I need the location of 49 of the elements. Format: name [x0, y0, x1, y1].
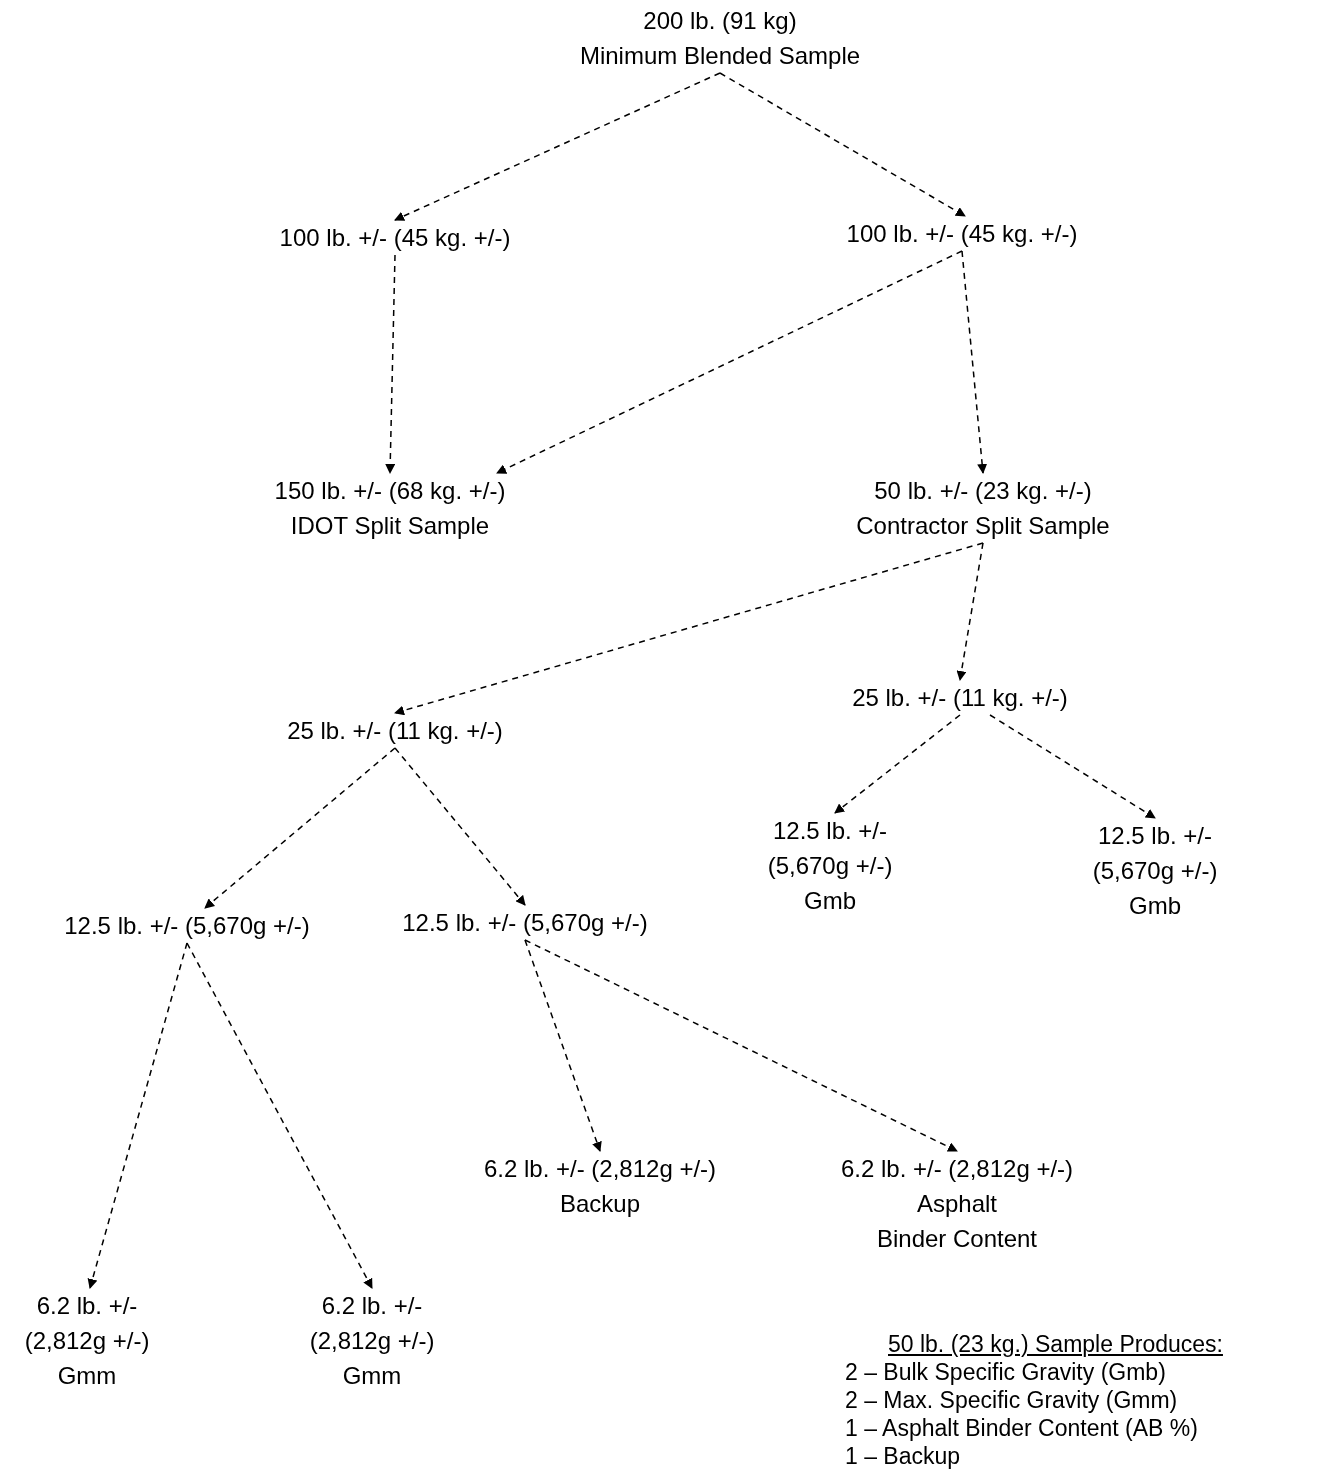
node-text: 12.5 lb. +/- (5,670g +/-) [402, 908, 648, 938]
note-line: 2 – Max. Specific Gravity (Gmm) [845, 1386, 1179, 1414]
node-text: 25 lb. +/- (11 kg. +/-) [852, 683, 1068, 713]
dashed-arrow [719, 72, 966, 217]
node-text: 6.2 lb. +/- [36, 1291, 138, 1321]
node-text: Binder Content [876, 1224, 1038, 1254]
node-text: (2,812g +/-) [24, 1326, 150, 1356]
note-heading: 50 lb. (23 kg.) Sample Produces: [887, 1330, 1223, 1358]
dashed-arrow [394, 72, 721, 221]
node-text: Gmm [57, 1361, 117, 1391]
dashed-arrow [834, 714, 961, 814]
note-line: 1 – Backup [845, 1442, 962, 1470]
node-text: 200 lb. (91 kg) [643, 6, 797, 36]
node-text: 150 lb. +/- (68 kg. +/-) [274, 476, 506, 506]
dashed-arrow [385, 254, 396, 474]
node-text: 50 lb. +/- (23 kg. +/-) [874, 476, 1092, 506]
node-text: (5,670g +/-) [767, 851, 893, 881]
node-text: 100 lb. +/- (45 kg. +/-) [846, 219, 1078, 249]
node-text: 6.2 lb. +/- (2,812g +/-) [840, 1154, 1074, 1184]
node-text: 6.2 lb. +/- [321, 1291, 423, 1321]
node-text: Asphalt [916, 1189, 998, 1219]
dashed-arrow [394, 747, 526, 906]
node-text: 12.5 lb. +/- (5,670g +/-) [64, 911, 310, 941]
node-text: 12.5 lb. +/- [772, 816, 888, 846]
dashed-arrow [961, 250, 988, 474]
node-text: Minimum Blended Sample [579, 41, 861, 71]
dashed-arrow [186, 942, 373, 1289]
node-text: Gmb [804, 886, 856, 916]
node-text: Backup [559, 1189, 641, 1219]
dashed-arrow [989, 714, 1156, 819]
node-text: Contractor Split Sample [856, 511, 1110, 541]
node-text: (2,812g +/-) [309, 1326, 435, 1356]
node-text: IDOT Split Sample [290, 511, 490, 541]
node-text: 25 lb. +/- (11 kg. +/-) [287, 716, 503, 746]
dashed-arrow [524, 939, 602, 1152]
note-line: 2 – Bulk Specific Gravity (Gmb) [845, 1358, 1167, 1386]
node-text: Gmm [342, 1361, 402, 1391]
note-line: 1 – Asphalt Binder Content (AB %) [845, 1414, 1199, 1442]
dashed-arrow [956, 542, 984, 681]
node-text: 6.2 lb. +/- (2,812g +/-) [483, 1154, 717, 1184]
node-text: 12.5 lb. +/- [1097, 821, 1213, 851]
dashed-arrow [524, 939, 958, 1152]
node-text: 100 lb. +/- (45 kg. +/-) [279, 223, 511, 253]
dashed-arrow [394, 542, 984, 716]
dashed-arrow [496, 250, 963, 474]
dashed-arrow [87, 942, 188, 1289]
dashed-arrow [204, 747, 396, 909]
node-text: (5,670g +/-) [1092, 856, 1218, 886]
node-text: Gmb [1129, 891, 1181, 921]
